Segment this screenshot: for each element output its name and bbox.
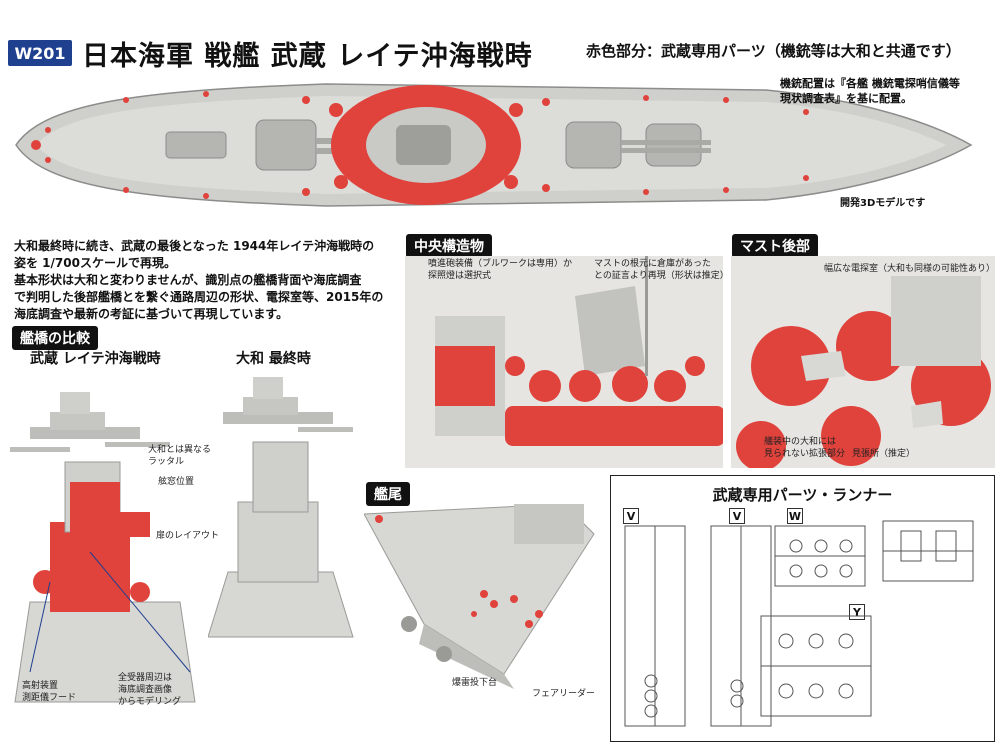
label-ladder: 大和とは異なる ラッタル <box>148 444 211 468</box>
page-subtitle: 赤色部分：武蔵専用パーツ（機銃等は大和と共通です） <box>586 42 961 60</box>
label-mast-storage: マストの根元に倉庫があった との証言より再現（形状は推定） <box>594 258 729 282</box>
gun-layout-note: 機銃配置は『各艦 機銃電探哨信儀等 現状調査表』を基に配置。 <box>780 76 960 106</box>
runner-label-v1: V <box>623 508 639 524</box>
label-door: 扉のレイアウト <box>156 531 220 541</box>
musashi-bridge-drawing <box>10 392 196 703</box>
label-ladder-line2: ラッタル <box>148 457 185 467</box>
mast-rear-drawing <box>731 256 995 468</box>
yamato-bridge-drawing <box>207 377 354 638</box>
yamato-caption: 大和 最終時 <box>236 351 311 367</box>
central-structure-photo <box>405 256 723 468</box>
mast-section-heading: マスト後部 <box>732 234 818 258</box>
label-lookout: 見張所（推定） <box>852 449 916 459</box>
runner-parts-box: 武蔵専用パーツ・ランナー V V W Y <box>610 475 995 742</box>
label-unique-line2: 見られない拡張部分 <box>764 449 846 459</box>
label-receiver-line1: 全受器周辺は <box>118 673 173 683</box>
hull-top-view-drawing <box>15 83 973 207</box>
description-line: 基本形状は大和と変わりませんが、識別点の艦橋背面や海底調査 <box>14 273 362 287</box>
label-aa-guns: 噴進砲装備（ブルワークは専用）か 探照燈は選択式 <box>428 258 572 282</box>
label-receiver: 全受器周辺は 海底調査画像 からモデリング <box>118 672 181 708</box>
central-structure-drawing <box>405 256 723 468</box>
label-mast-line2: との証言より再現（形状は推定） <box>594 271 729 281</box>
runner-label-w: W <box>787 508 803 524</box>
label-hood-line1: 高射装置 <box>22 681 59 691</box>
label-unique-line1: 艤装中の大和には <box>764 437 837 447</box>
gun-layout-note-line2: 現状調査表』を基に配置。 <box>780 92 912 105</box>
musashi-bridge-illustration <box>10 372 210 722</box>
label-mast-line1: マストの根元に倉庫があった <box>594 259 712 269</box>
label-fairlead: フェアリーダー <box>532 689 596 699</box>
runner-title: 武蔵専用パーツ・ランナー <box>712 486 893 504</box>
gun-layout-note-line1: 機銃配置は『各艦 機銃電探哨信儀等 <box>780 77 960 90</box>
yamato-bridge-illustration <box>207 372 358 672</box>
stern-section-heading: 艦尾 <box>366 482 410 506</box>
bridge-section-heading: 艦橋の比較 <box>12 326 98 350</box>
label-ladder-line1: 大和とは異なる <box>148 445 212 455</box>
runner-drawing <box>624 520 974 727</box>
label-hood-line2: 測距儀フード <box>22 693 77 703</box>
label-depth-charge: 爆雷投下台 <box>452 678 498 688</box>
description-line: で判明した後部艦橋とを繋ぐ通路周辺の形状、電探室等、2015年の <box>14 290 384 304</box>
runner-label-v2: V <box>729 508 745 524</box>
stern-drawing <box>363 503 595 689</box>
description-line: 大和最終時に続き、武蔵の最後となった 1944年レイテ沖海戦時の <box>14 239 375 253</box>
hull-top-view <box>6 70 974 220</box>
label-receiver-line3: からモデリング <box>118 697 182 707</box>
model-note: 開発3Dモデルです <box>840 198 926 209</box>
label-window: 舷窓位置 <box>158 477 195 487</box>
mast-rear-photo <box>731 256 995 468</box>
label-aa-line2: 探照燈は選択式 <box>428 271 492 281</box>
description-line: 海底調査や最新の考証に基づいて再現しています。 <box>14 307 289 321</box>
description: 大和最終時に続き、武蔵の最後となった 1944年レイテ沖海戦時の 姿を 1/70… <box>14 238 394 323</box>
label-unique-part: 艤装中の大和には 見られない拡張部分 <box>764 436 845 460</box>
label-radar-room: 幅広な電探室（大和も同様の可能性あり） <box>824 264 996 274</box>
stern-illustration <box>363 503 604 704</box>
description-line: 姿を 1/700スケールで再現。 <box>14 256 176 270</box>
product-code-badge: W201 <box>8 40 72 66</box>
musashi-caption: 武蔵 レイテ沖海戦時 <box>30 351 161 367</box>
page-title: 日本海軍 戦艦 武蔵 レイテ沖海戦時 <box>82 41 533 72</box>
label-hood: 高射装置 測距儀フード <box>22 680 76 704</box>
label-aa-line1: 噴進砲装備（ブルワークは専用）か <box>428 259 573 269</box>
central-section-heading: 中央構造物 <box>406 234 492 258</box>
label-receiver-line2: 海底調査画像 <box>118 685 173 695</box>
